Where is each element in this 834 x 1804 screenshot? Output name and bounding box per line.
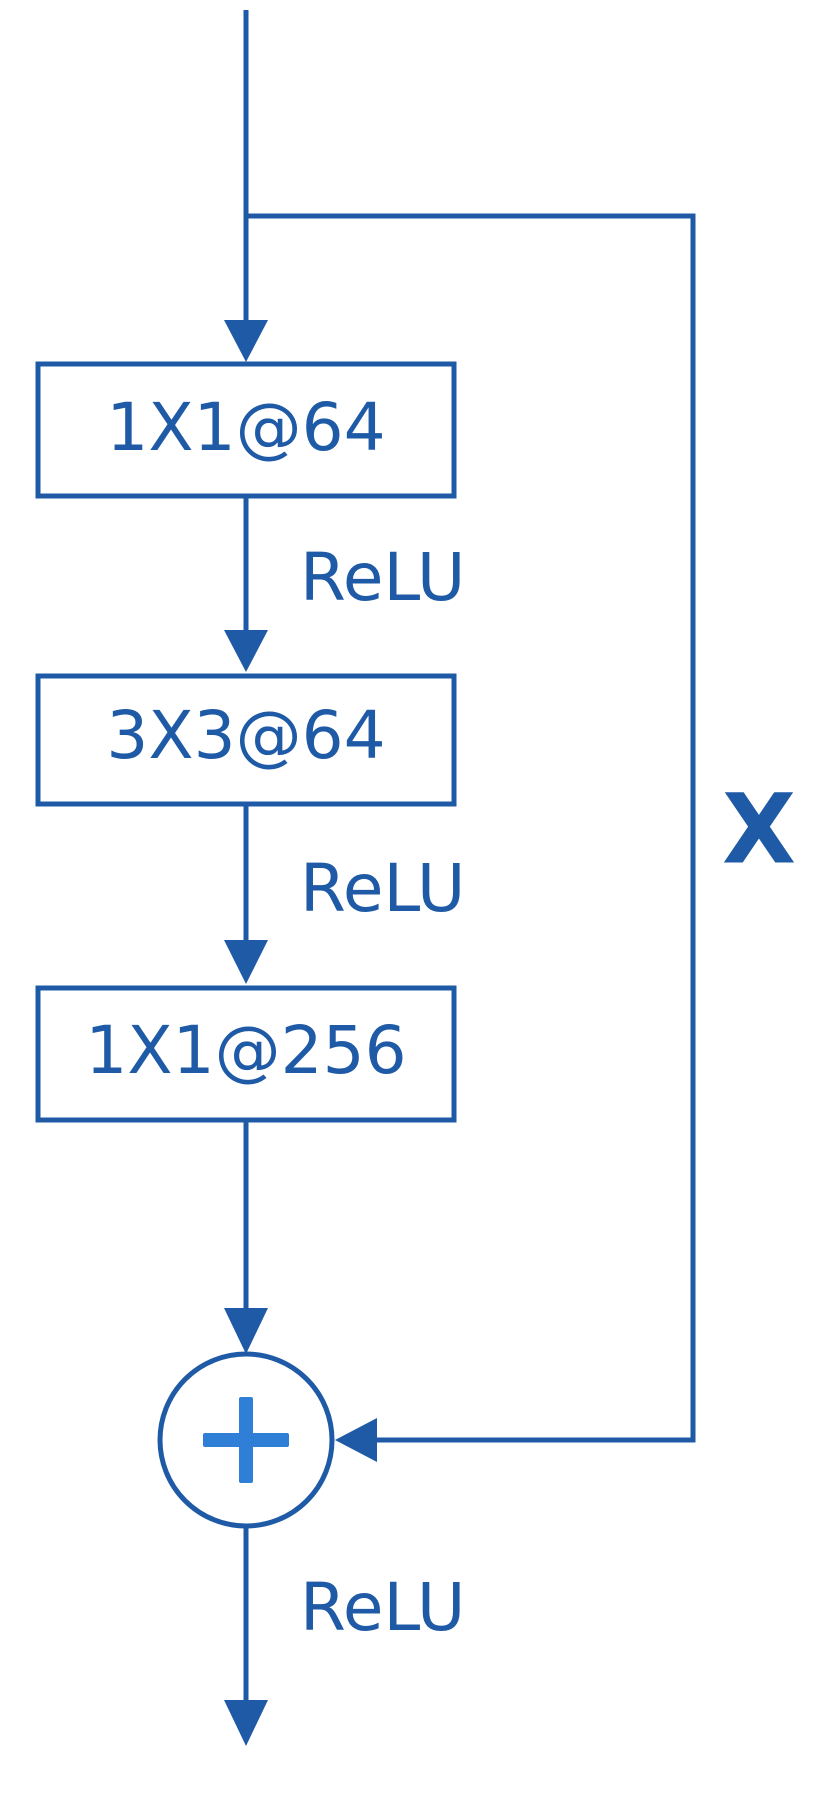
layer-box-2: 3X3@64 xyxy=(35,673,457,807)
arrow-into-layer-1 xyxy=(224,320,268,362)
arrow-into-adder-from-skip xyxy=(335,1418,377,1462)
output-arrow xyxy=(224,1700,268,1746)
plus-symbol-vertical xyxy=(239,1397,253,1483)
relu-label-2: ReLU xyxy=(300,850,465,927)
layer-box-3: 1X1@256 xyxy=(35,985,457,1123)
skip-label: X xyxy=(722,773,796,885)
relu-label-1: ReLU xyxy=(300,539,465,616)
arrow-into-layer-2 xyxy=(224,630,268,672)
skip-connection-line xyxy=(246,213,696,1443)
arrow-into-adder xyxy=(224,1308,268,1354)
adder-node xyxy=(157,1351,335,1529)
layer-box-1: 1X1@64 xyxy=(35,361,457,499)
layer-label-3: 1X1@256 xyxy=(85,1012,406,1089)
layer-label-1: 1X1@64 xyxy=(106,389,385,466)
relu-label-3: ReLU xyxy=(300,1569,465,1646)
layer-label-2: 3X3@64 xyxy=(106,697,385,774)
arrow-into-layer-3 xyxy=(224,940,268,984)
